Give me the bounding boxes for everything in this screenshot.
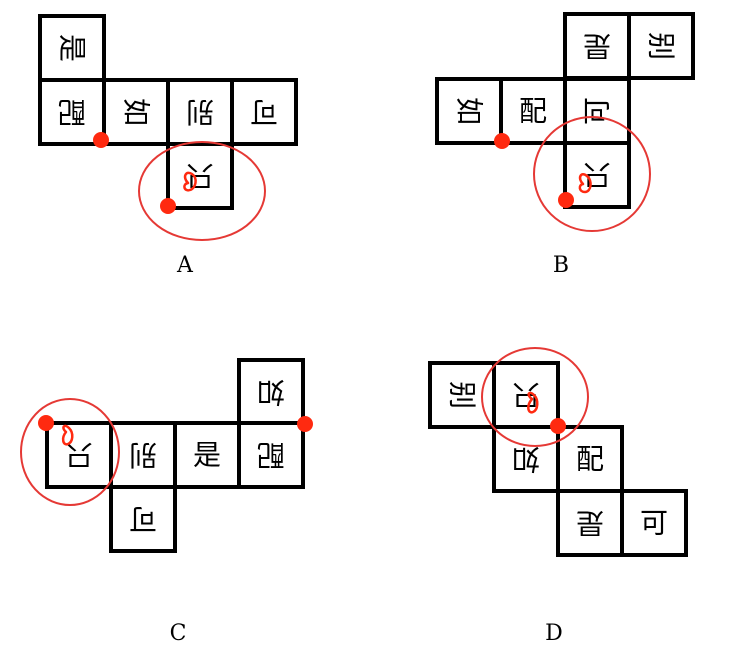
cube-face (166, 142, 234, 210)
face-character: 配 (257, 439, 285, 472)
face-character: 别 (645, 32, 678, 60)
red-dot-marker (550, 418, 566, 434)
cube-face (102, 78, 170, 146)
cube-face (563, 77, 631, 145)
option-label-a: A (176, 253, 194, 278)
cube-face (627, 12, 695, 80)
face-character: 是 (583, 30, 611, 63)
highlight-circle (533, 116, 651, 232)
highlight-circle (138, 141, 266, 241)
face-character: 如 (257, 376, 285, 409)
cube-face (620, 489, 688, 557)
cube-face (230, 78, 298, 146)
red-dot-marker (38, 415, 54, 431)
highlight-circle (481, 347, 589, 447)
face-character: 是 (56, 34, 89, 62)
face-character: 是 (576, 507, 604, 540)
face-character: 配 (576, 443, 604, 476)
cube-face (435, 77, 503, 145)
face-character: 是 (193, 439, 221, 472)
red-dot-marker (93, 132, 109, 148)
red-dot-marker (160, 198, 176, 214)
option-label-b: B (553, 253, 569, 278)
cube-face (237, 421, 305, 489)
cube-face (45, 421, 113, 489)
cube-face (563, 141, 631, 209)
highlight-circle (20, 398, 120, 506)
handwritten-mark (578, 173, 592, 194)
option-c-net: 如只别是配可C (20, 358, 313, 646)
face-character: 如 (512, 443, 540, 476)
face-character: 可 (129, 503, 157, 536)
cube-face (38, 78, 106, 146)
face-character: 可 (581, 97, 614, 125)
option-label-c: C (170, 621, 187, 646)
cube-face (109, 421, 177, 489)
face-character: 可 (640, 507, 668, 540)
cube-face (556, 489, 624, 557)
red-dot-marker (297, 416, 313, 432)
face-character: 如 (453, 97, 486, 125)
face-character: 可 (250, 96, 278, 129)
option-d-net: 别只如配是可D (428, 347, 688, 646)
option-label-d: D (545, 621, 563, 646)
face-character: 别 (446, 381, 479, 409)
face-character: 只 (186, 160, 214, 193)
option-a-net: 是配 如 别 可只 A (38, 14, 298, 278)
handwritten-mark (183, 171, 197, 192)
option-b-net: 是别如配可只B (435, 12, 695, 278)
cube-face (492, 361, 560, 429)
handwritten-mark (61, 424, 74, 446)
face-character: 配 (519, 95, 547, 128)
red-dot-marker (494, 133, 510, 149)
face-character: 别 (129, 439, 157, 472)
face-character: 别 (186, 96, 214, 129)
red-dot-marker (558, 192, 574, 208)
face-character: 配 (58, 96, 86, 129)
cube-face (109, 485, 177, 553)
face-character: 如 (120, 98, 153, 126)
cube-face (556, 425, 624, 493)
handwritten-mark (527, 391, 539, 414)
